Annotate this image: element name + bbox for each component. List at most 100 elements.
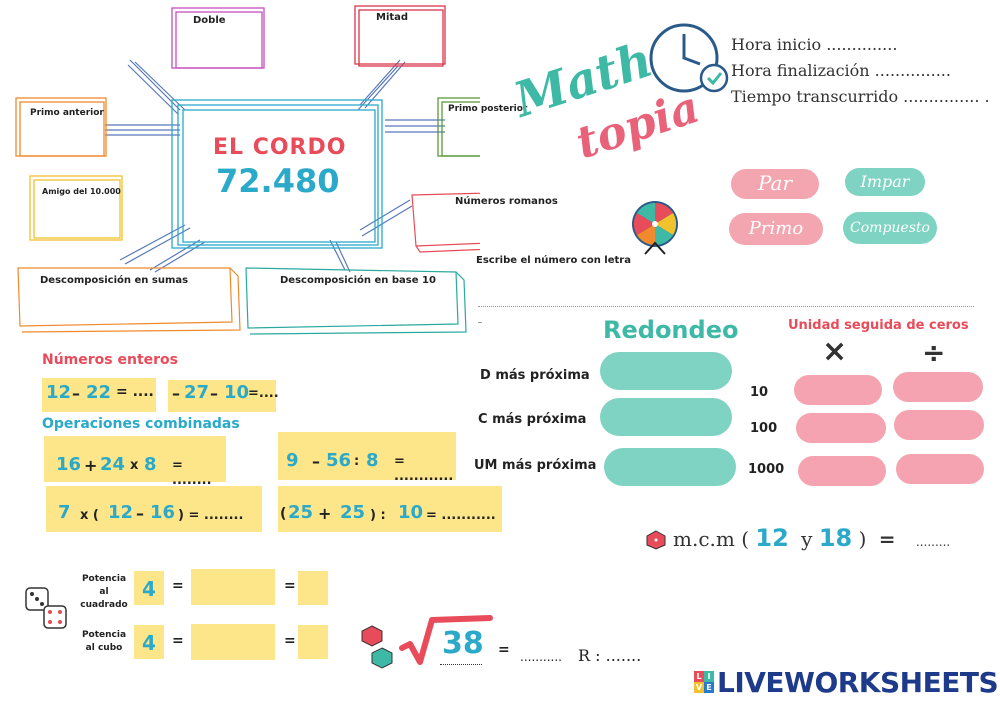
redondeo-d-input[interactable]	[600, 352, 732, 390]
raiz-radicand: 38	[442, 626, 484, 661]
combinada-1-box: 16 + 24 x 8 = ........	[44, 436, 226, 488]
c4-plus: +	[318, 504, 332, 523]
c4-b: 25	[340, 502, 366, 523]
sketch-background	[15, 5, 480, 335]
combinadas-title: Operaciones combinadas	[42, 416, 240, 432]
mult-100-input[interactable]	[796, 413, 886, 443]
par-button[interactable]: Par	[731, 169, 819, 199]
divide-icon: ÷	[922, 336, 946, 369]
cubo-eq-2: =	[284, 633, 296, 649]
mult-10-input[interactable]	[794, 375, 882, 405]
cuadrado-base-box: 4	[134, 571, 164, 605]
div-100-input[interactable]	[894, 410, 984, 440]
c4-open: (	[280, 506, 287, 522]
e1-eq: = ....	[116, 384, 154, 400]
unidad-row-1000: 1000	[748, 462, 785, 477]
redondeo-um-input[interactable]	[604, 448, 736, 486]
c1-times: x	[130, 458, 139, 473]
redondeo-um-label: UM más próxima	[474, 458, 597, 473]
c3-minus: –	[136, 504, 144, 523]
tiempo-transcurrido[interactable]: Tiempo transcurrido ............... .	[731, 87, 990, 106]
e1-op: –	[72, 384, 80, 403]
dice-pair-icon	[25, 587, 67, 629]
c2-minus: –	[312, 452, 320, 471]
raiz-eq: =	[498, 642, 510, 658]
combinada-2-box: 9 – 56 : 8 = ............	[278, 432, 456, 484]
redondeo-c-input[interactable]	[600, 398, 732, 436]
c2-eq: = ............	[394, 454, 454, 484]
c4-div: ) :	[370, 508, 386, 523]
c3-a: 7	[58, 502, 71, 523]
hora-inicio[interactable]: Hora inicio ..............	[731, 35, 898, 54]
entero-1-box: 12 – 22 = ....	[42, 378, 156, 412]
redondeo-d-label: D más próxima	[480, 368, 590, 383]
c4-eq: = ...........	[426, 508, 496, 523]
box-mitad-label: Mitad	[376, 12, 409, 23]
dot-mark	[478, 322, 482, 323]
primo-button[interactable]: Primo	[729, 213, 823, 245]
dice-stack-icon	[361, 625, 393, 669]
c3-c: 16	[150, 502, 176, 523]
compuesto-button[interactable]: Compuesto	[843, 212, 937, 244]
impar-button[interactable]: Impar	[845, 168, 925, 196]
box-primo-anterior-label: Primo anterior	[30, 108, 104, 118]
combinada-4-box: ( 25 + 25 ) : 10 = ...........	[278, 486, 502, 532]
potencia-cuadrado-label: Potencia al cuadrado	[80, 574, 128, 610]
c1-c: 8	[144, 454, 157, 475]
c4-a: 25	[288, 502, 314, 523]
box-primo-posterior-label: Primo posterior	[448, 104, 528, 114]
c1-a: 16	[56, 454, 82, 475]
c4-c: 10	[398, 502, 424, 523]
mcm-eq: =	[878, 527, 896, 551]
spinner-wheel-icon	[632, 201, 678, 255]
cubo-expansion-input[interactable]	[191, 624, 275, 660]
c3-b: 12	[108, 502, 134, 523]
time-block: Hora inicio .............. Hora finaliza…	[731, 32, 990, 110]
mcm-y: y	[801, 527, 813, 551]
mcm-label: m.c.m (	[673, 527, 750, 551]
mcm-a: 12	[755, 524, 789, 552]
hora-final[interactable]: Hora finalización ...............	[731, 61, 951, 80]
mcm-close: )	[858, 527, 867, 551]
cuadrado-result-input[interactable]	[298, 571, 328, 605]
c1-eq: = ........	[172, 458, 212, 488]
square-root-icon	[399, 615, 493, 665]
c2-div: :	[354, 454, 360, 469]
div-1000-input[interactable]	[896, 454, 984, 484]
e2-eq: =....	[248, 386, 279, 401]
e2-num-a: 27	[184, 382, 210, 403]
cuadrado-base: 4	[142, 577, 156, 601]
potencia-cubo-label: Potencia al cubo	[81, 630, 127, 653]
raiz-resto[interactable]: R : .......	[578, 646, 642, 665]
c1-plus: +	[84, 456, 98, 475]
entero-2-box: – 27 – 10 =....	[168, 380, 279, 412]
box-doble-label: Doble	[193, 15, 226, 26]
unidad-row-10: 10	[750, 385, 769, 400]
cuadrado-eq-1: =	[172, 578, 184, 594]
hub-title: EL CORDO	[213, 135, 347, 160]
cubo-eq-1: =	[172, 633, 184, 649]
e2-op-a: –	[172, 384, 180, 403]
mult-1000-input[interactable]	[798, 456, 886, 486]
mcm-answer[interactable]: .........	[915, 535, 951, 549]
div-10-input[interactable]	[893, 372, 983, 402]
enteros-title: Números enteros	[42, 352, 179, 368]
e2-op-b: –	[210, 384, 218, 403]
multiply-icon: ×	[822, 334, 848, 369]
letra-line[interactable]	[478, 306, 974, 307]
raiz-underline	[440, 664, 482, 665]
dice-icon	[646, 530, 666, 550]
mcm-expression: m.c.m ( 12 y 18 ) = .........	[673, 524, 950, 552]
liveworksheets-logo[interactable]: LIVEWORKSHEETS	[717, 666, 999, 699]
raiz-answer[interactable]: ...........	[520, 650, 562, 664]
unidad-title: Unidad seguida de ceros	[788, 318, 969, 333]
cuadrado-expansion-input[interactable]	[191, 569, 275, 605]
box-amigo-label: Amigo del 10.000	[42, 187, 121, 196]
c2-a: 9	[286, 450, 299, 471]
box-romanos-label: Números romanos	[455, 196, 558, 207]
c1-b: 24	[100, 454, 126, 475]
e2-num-b: 10	[224, 382, 250, 403]
cubo-base: 4	[142, 631, 156, 655]
cubo-result-input[interactable]	[298, 625, 328, 659]
cubo-base-box: 4	[134, 625, 164, 659]
